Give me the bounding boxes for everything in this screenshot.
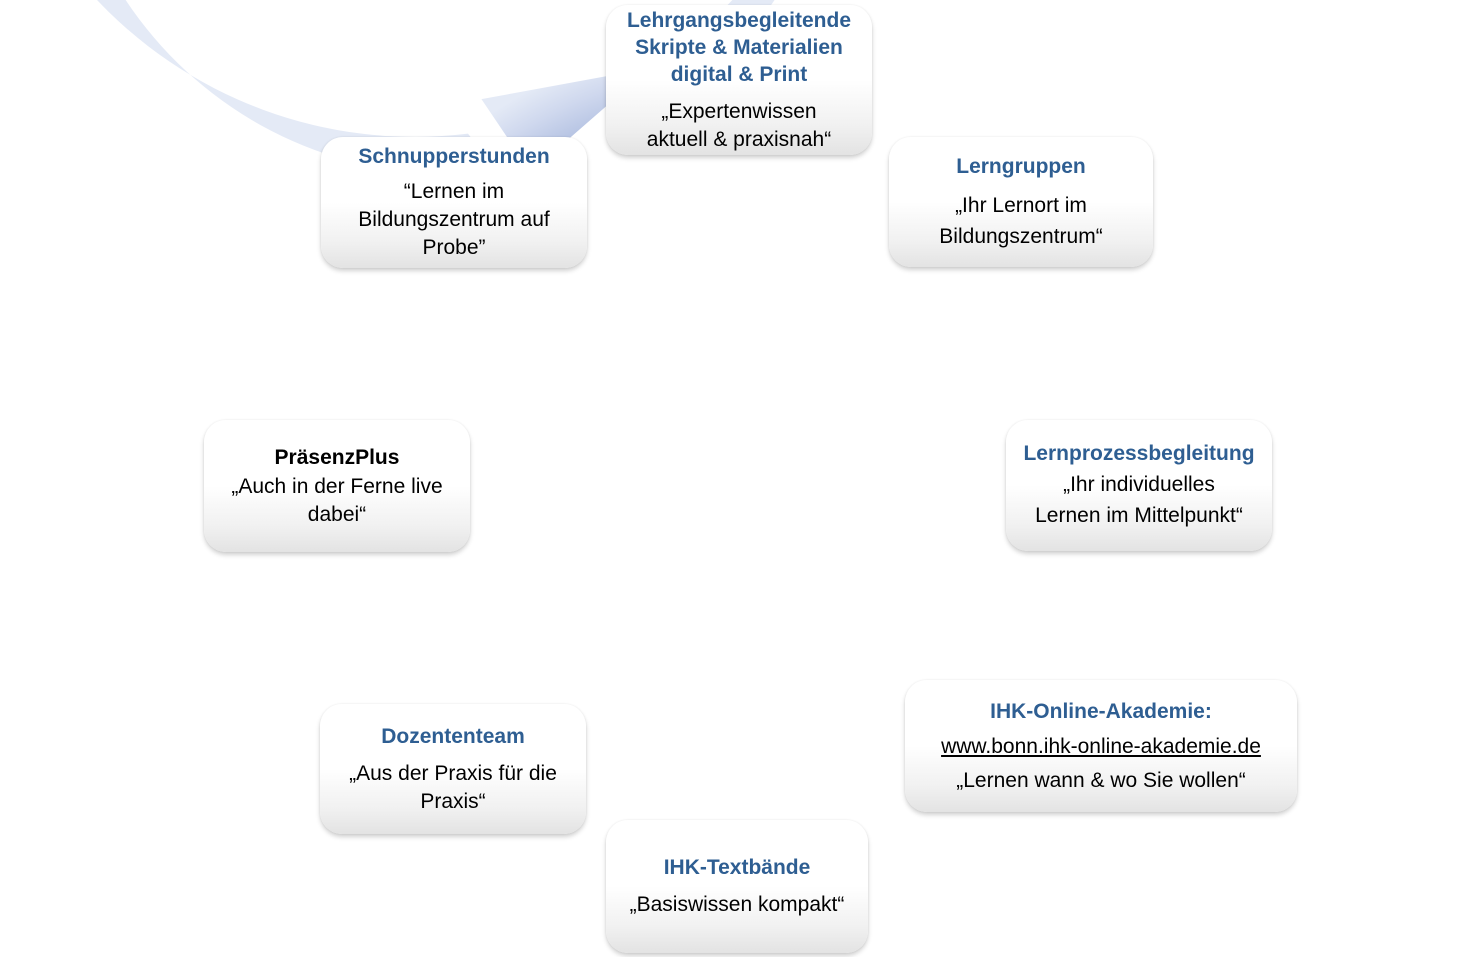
node-title: Lerngruppen — [956, 154, 1086, 178]
node-lernprozess: Lernprozessbegleitung „Ihr individuelles… — [1006, 420, 1272, 551]
node-schnupper: Schnupperstunden “Lernen im Bildungszent… — [321, 137, 587, 268]
node-title: Schnupperstunden — [358, 145, 550, 168]
node-title: PräsenzPlus — [274, 445, 400, 469]
node-title: IHK-Online-Akademie: — [990, 699, 1212, 723]
node-quote: “Lernen im Bildungszentrum auf Probe” — [358, 180, 550, 259]
node-materialien: Lehrgangsbegleitende Skripte & Materiali… — [606, 5, 872, 155]
node-title: IHK-Textbände — [663, 856, 811, 879]
node-title: Lehrgangsbegleitende Skripte & Materiali… — [626, 8, 852, 86]
node-quote: „Lernen wann & wo Sie wollen“ — [956, 768, 1246, 792]
node-praesenz: PräsenzPlus „Auch in der Ferne live dabe… — [204, 420, 470, 552]
node-textbaende: IHK-Textbände „Basiswissen kompakt“ — [606, 820, 868, 953]
node-lerngruppen: Lerngruppen „Ihr Lernort im Bildungszent… — [889, 137, 1153, 267]
node-quote: „Ihr Lernort im Bildungszentrum“ — [939, 193, 1103, 248]
node-online-akademie: IHK-Online-Akademie: www.bonn.ihk-online… — [905, 680, 1297, 812]
node-quote: „Aus der Praxis für die Praxis“ — [349, 761, 557, 813]
node-quote: „Auch in der Ferne live dabei“ — [231, 474, 443, 526]
node-title: Lernprozessbegleitung — [1023, 442, 1255, 465]
node-title: Dozententeam — [381, 724, 525, 748]
node-quote: „Expertenwissen aktuell & praxisnah“ — [646, 99, 832, 151]
online-akademie-link[interactable]: www.bonn.ihk-online-akademie.de — [941, 734, 1261, 758]
node-dozenten: Dozententeam „Aus der Praxis für die Pra… — [320, 704, 586, 834]
node-quote: „Basiswissen kompakt“ — [629, 893, 845, 916]
node-quote: „Ihr individuelles Lernen im Mittelpunkt… — [1035, 473, 1243, 527]
